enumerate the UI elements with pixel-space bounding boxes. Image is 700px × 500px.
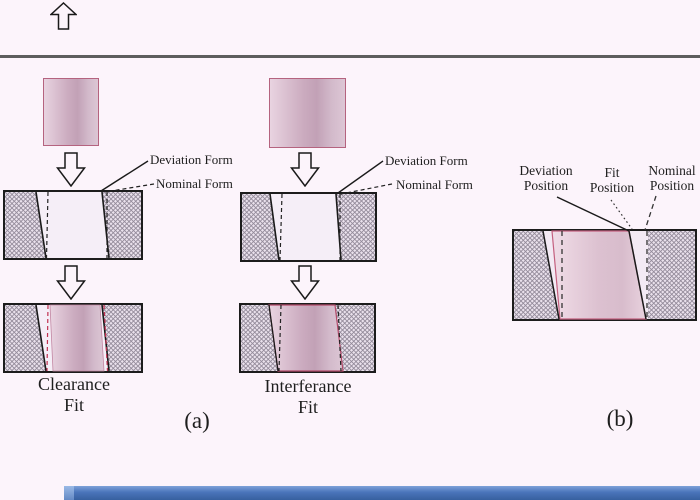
down-arrow-icon [290, 265, 320, 300]
down-arrow-icon [56, 152, 86, 187]
panel-b-caption: (b) [606, 406, 634, 431]
deviation-form-label: Deviation Form [150, 152, 233, 167]
label-line1: Nominal [648, 163, 696, 178]
caption-line2: Fit [297, 397, 318, 417]
nominal-form-label: Nominal Form [156, 176, 233, 191]
deviation-form-label: Deviation Form [385, 153, 468, 168]
nominal-form-label: Nominal Form [396, 177, 473, 192]
deviation-position-label: Deviation Position [506, 163, 586, 193]
down-arrow-icon [56, 265, 86, 300]
nominal-position-label: Nominal Position [642, 163, 700, 193]
pin-square-clearance [43, 78, 99, 146]
up-arrow-icon [50, 2, 77, 30]
interference-fit-caption: Interferance Fit [248, 376, 368, 418]
taskbar-fragment[interactable] [64, 486, 700, 500]
down-arrow-icon [290, 152, 320, 187]
caption-line1: Interferance [264, 376, 352, 396]
caption-line2: Fit [63, 395, 84, 415]
taskbar-start-cap [64, 486, 74, 500]
label-line2: Position [589, 179, 635, 195]
interference-fit-block [239, 303, 376, 373]
top-divider-line [0, 55, 700, 58]
label-line1: Deviation [519, 163, 573, 178]
label-line2: Position [649, 177, 695, 193]
pin-square-interference [269, 78, 346, 148]
label-line1: Fit [604, 165, 620, 180]
label-line2: Position [523, 177, 569, 193]
fit-position-label: Fit Position [586, 165, 638, 195]
caption-line1: Clearance [38, 374, 110, 394]
panel-a-caption: (a) [184, 408, 210, 433]
position-fit-block [512, 229, 697, 321]
hole-block-clearance-top [3, 190, 143, 260]
hole-block-interference-top [240, 192, 377, 262]
clearance-fit-caption: Clearance Fit [14, 374, 134, 416]
clearance-fit-block [3, 303, 143, 373]
